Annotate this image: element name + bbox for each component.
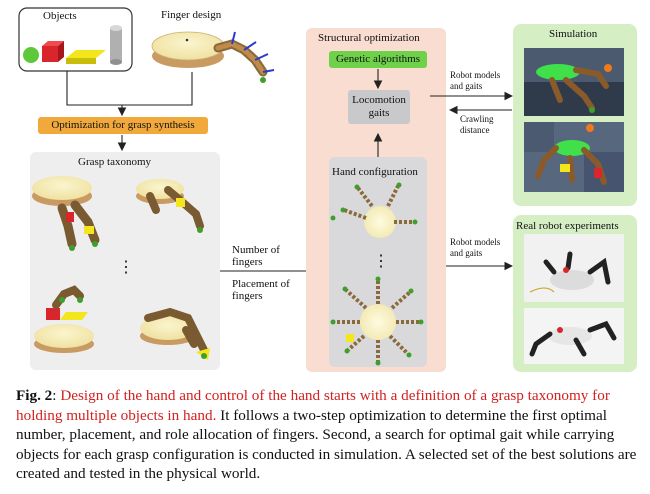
simulation-render-1 (524, 48, 624, 116)
real-robot-experiments-label: Real robot experiments (516, 220, 619, 232)
placement-of-fingers-label: Placement of fingers (232, 278, 290, 302)
simulation-label: Simulation (549, 28, 598, 40)
grasp-example-4 (140, 307, 210, 360)
figure-caption: Fig. 2: Design of the hand and control o… (16, 386, 640, 484)
grasp-example-2 (136, 179, 204, 233)
cylinder-object (110, 25, 122, 65)
cube-object (42, 41, 64, 62)
hand-config-ellipsis: ⋮ (373, 253, 389, 270)
objects-to-optimization-line (66, 71, 122, 106)
sphere-object (23, 47, 39, 63)
grasp-example-1 (32, 176, 100, 251)
method-overview-diagram: ⋮ (18, 7, 637, 372)
finger-design-render (151, 31, 275, 83)
number-of-fingers-label: Number of fingers (232, 244, 280, 268)
caption-body: It follows a two-step optimization to de… (16, 406, 637, 483)
finger-design-to-optimization-line (122, 72, 193, 106)
genetic-algorithms-pill: Genetic algorithms (329, 51, 427, 68)
grasp-example-3 (34, 285, 94, 353)
caption-highlight: Design of the hand and control of the ha… (16, 387, 610, 424)
caption-colon: : (52, 387, 61, 404)
locomotion-gaits-box: Locomotion gaits (348, 90, 410, 124)
figure-number: Fig. 2 (16, 387, 53, 404)
objects-panel (18, 7, 133, 72)
structural-optimization-label: Structural optimization (318, 32, 420, 44)
prism-object (66, 50, 106, 64)
optimization-grasp-pill: Optimization for grasp synthesis (38, 117, 208, 134)
finger-design-label: Finger design (161, 9, 222, 21)
real-robot-photo-2 (524, 308, 624, 364)
grasp-taxonomy-panel: ⋮ (30, 152, 220, 370)
simulation-render-2 (524, 122, 624, 192)
crawling-distance-label: Crawling distance (460, 114, 494, 135)
hand-configuration-label: Hand configuration (332, 166, 418, 178)
robot-models-gaits-label-2: Robot models and gaits (450, 237, 501, 258)
hand-config-large (330, 276, 424, 366)
real-robot-panel (513, 215, 637, 372)
taxonomy-ellipsis: ⋮ (118, 259, 134, 276)
simulation-panel (513, 24, 637, 206)
hand-config-small (330, 182, 418, 238)
real-robot-photo-1 (524, 234, 624, 302)
robot-models-gaits-label-1: Robot models and gaits (450, 70, 501, 91)
objects-label: Objects (43, 10, 77, 22)
grasp-taxonomy-label: Grasp taxonomy (78, 156, 152, 168)
structural-optimization-panel: ⋮ (306, 28, 446, 372)
